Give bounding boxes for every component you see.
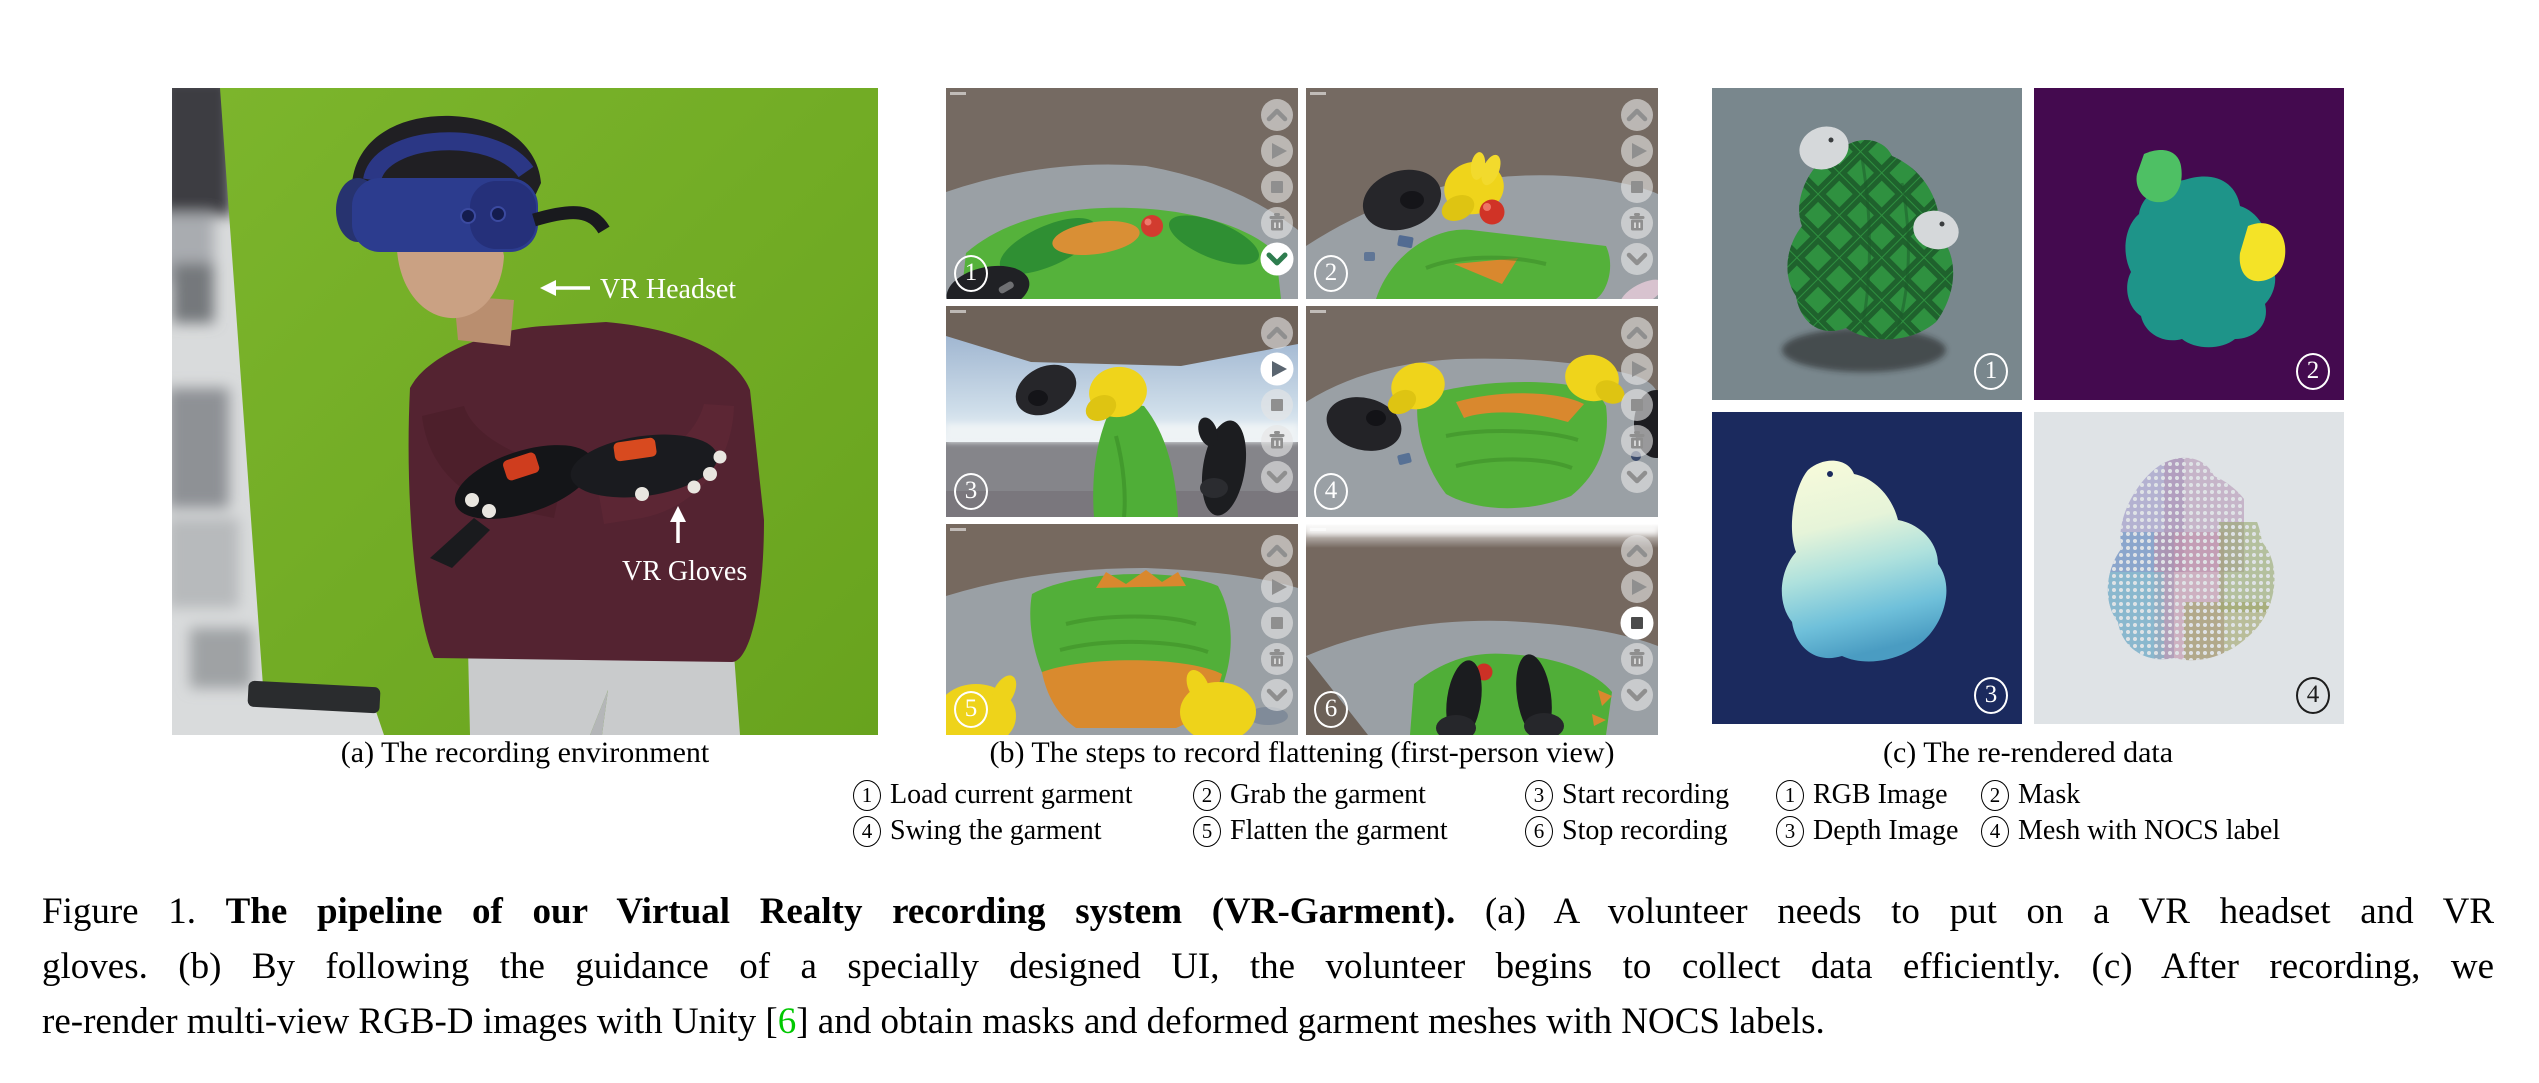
vr-step-cell-2: 2 xyxy=(1306,88,1658,299)
cell-number-badge: 3 xyxy=(1974,677,2008,714)
garment-mask xyxy=(2125,176,2276,348)
vr-scene-4 xyxy=(1306,306,1658,517)
caption-line-1: Figure 1. The pipeline of our Virtual Re… xyxy=(42,891,2495,932)
vr-hand xyxy=(1387,354,1625,415)
vr-step-cell-4: 4 xyxy=(1306,306,1658,517)
play-button-highlighted xyxy=(1260,352,1294,386)
depth-garment xyxy=(1781,460,1947,662)
vr-step-cell-1: 1 xyxy=(946,88,1298,299)
vr-scene-5 xyxy=(946,524,1298,735)
vr-step-cell-5: 5 xyxy=(946,524,1298,735)
left-arrow-icon xyxy=(540,280,590,296)
cell-number-badge: 2 xyxy=(1314,255,1348,292)
cell-number-badge: 4 xyxy=(2296,677,2330,714)
vr-step-cell-6: 6 xyxy=(1306,524,1658,735)
vr-controller-hand xyxy=(1198,417,1247,516)
rgb-image-panel: 1 xyxy=(1712,88,2022,400)
cell-number-badge: 1 xyxy=(954,255,988,292)
cell-number-badge: 4 xyxy=(1314,473,1348,510)
hand-mask-green xyxy=(2136,150,2182,203)
stop-button-highlighted xyxy=(1620,606,1654,640)
debug-text xyxy=(950,310,966,313)
mask-panel: 2 xyxy=(2034,88,2344,400)
vr-controller-hand xyxy=(1436,654,1564,735)
caption-line-3: re-render multi-view RGB-D images with U… xyxy=(42,1001,1825,1042)
vr-headset xyxy=(336,132,610,252)
vr-gloves-label: VR Gloves xyxy=(622,556,747,587)
vr-hand xyxy=(1441,152,1504,221)
depth-image-panel: 3 xyxy=(1712,412,2022,724)
debug-text xyxy=(950,528,966,531)
cell-number-badge: 1 xyxy=(1974,353,2008,390)
hand-mask-yellow xyxy=(2239,223,2286,282)
vr-scene-2 xyxy=(1306,88,1658,299)
vr-hand xyxy=(1085,366,1147,421)
debug-text xyxy=(1310,310,1326,313)
vr-scene-3 xyxy=(946,306,1298,517)
figure-caption: Figure 1. The pipeline of our Virtual Re… xyxy=(42,884,2494,1049)
nocs-mesh-panel: 4 xyxy=(2034,412,2344,724)
vr-gloves xyxy=(430,434,727,568)
debug-text xyxy=(1310,92,1326,95)
caption-a: (a) The recording environment xyxy=(340,736,710,769)
green-screen-base xyxy=(247,680,381,714)
vr-scene-6 xyxy=(1306,524,1658,735)
vr-headset-label: VR Headset xyxy=(600,274,736,305)
up-arrow-icon xyxy=(670,506,686,543)
debug-text xyxy=(1310,528,1326,531)
caption-c: (c) The re-rendered data xyxy=(1882,736,2174,769)
cell-number-badge: 6 xyxy=(1314,691,1348,728)
vr-step-cell-3: 3 xyxy=(946,306,1298,517)
cell-number-badge: 5 xyxy=(954,691,988,728)
recording-environment-photo: VR Headset VR Gloves xyxy=(172,88,878,735)
caption-line-2: gloves. (b) By following the guidance of… xyxy=(42,946,2494,987)
vr-scene-1 xyxy=(946,88,1298,299)
cell-number-badge: 3 xyxy=(954,473,988,510)
down-button-highlighted xyxy=(1260,242,1294,276)
caption-b: (b) The steps to record flattening (firs… xyxy=(989,736,1615,769)
rendered-hand xyxy=(1799,126,1959,250)
rendered-garment xyxy=(1787,139,1954,340)
debug-text xyxy=(950,92,966,95)
citation-link[interactable]: 6 xyxy=(777,1001,797,1042)
volunteer xyxy=(336,115,764,735)
cell-number-badge: 2 xyxy=(2296,353,2330,390)
